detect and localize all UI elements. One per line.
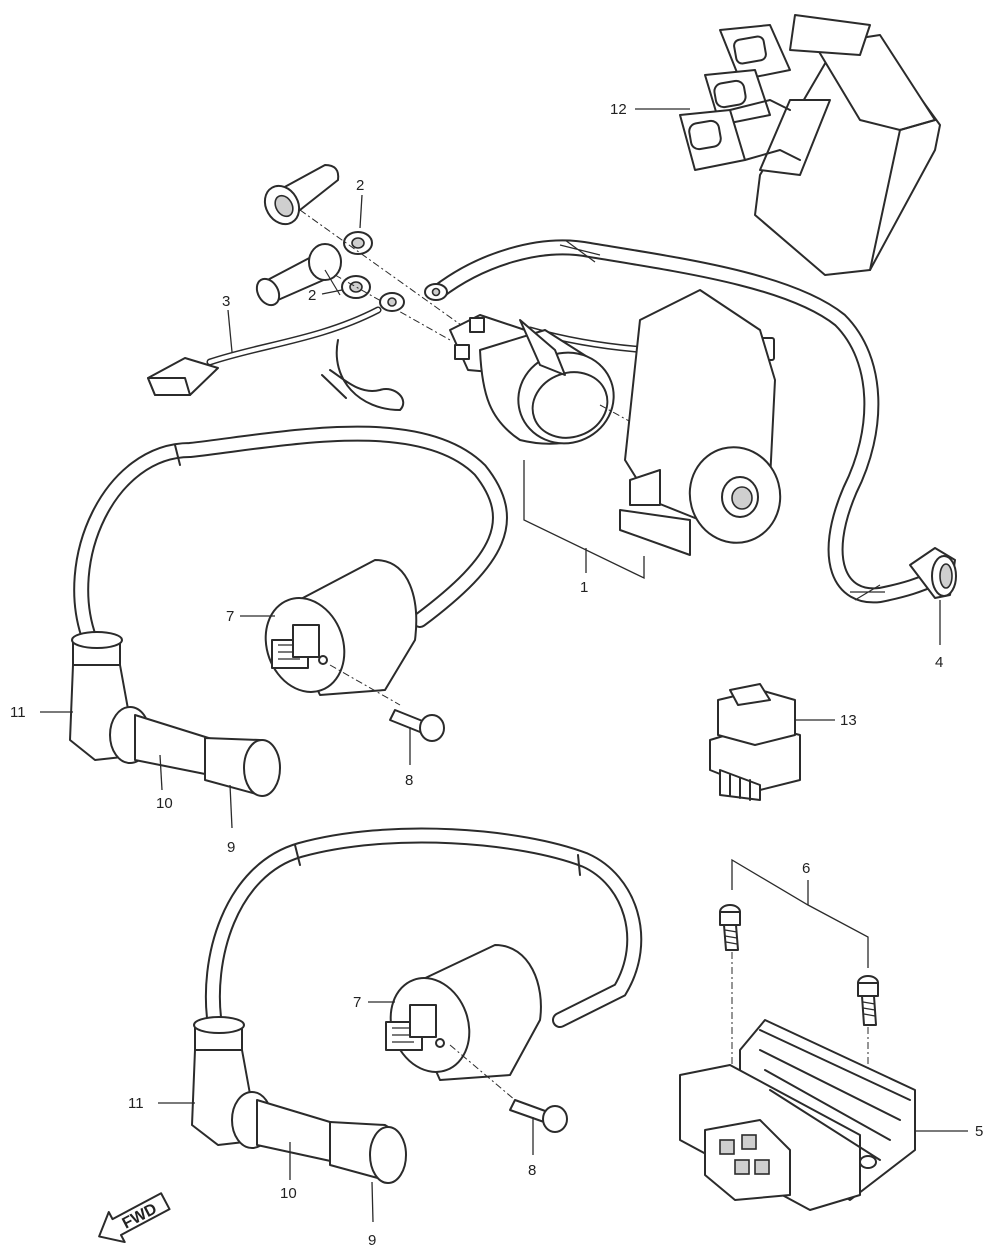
part-4-starter-cable bbox=[424, 239, 957, 604]
callout-label-11-lower: 11 bbox=[128, 1095, 144, 1112]
callout-13: 13 bbox=[795, 712, 857, 729]
callout-label-11-upper: 11 bbox=[10, 704, 26, 721]
callout-9-lower: 9 bbox=[368, 1181, 376, 1249]
part-8-screw-lower bbox=[449, 1044, 568, 1133]
callout-label-9-upper: 9 bbox=[227, 839, 235, 856]
terminal-boot-upper bbox=[263, 164, 340, 226]
callout-label-7-lower: 7 bbox=[353, 994, 361, 1011]
terminal-boot-lower bbox=[255, 243, 342, 307]
callout-8-upper: 8 bbox=[405, 727, 413, 789]
part-5-regulator-rectifier bbox=[679, 1019, 916, 1211]
callout-11-upper: 11 bbox=[10, 704, 73, 721]
ignition-coil-lower bbox=[191, 827, 643, 1184]
part-6-bolt-left bbox=[719, 904, 741, 1110]
part-13-relay bbox=[709, 683, 801, 801]
callout-7-lower: 7 bbox=[353, 994, 395, 1011]
part-3-lead-wire bbox=[147, 269, 405, 411]
callout-2-upper: 2 bbox=[356, 177, 364, 229]
callout-label-1: 1 bbox=[580, 579, 588, 596]
callout-7-upper: 7 bbox=[226, 608, 275, 625]
fwd-direction-arrow: FWD bbox=[98, 1192, 171, 1244]
part-6-bolt-right bbox=[857, 975, 879, 1150]
callout-6: 6 bbox=[731, 858, 869, 968]
callout-5: 5 bbox=[915, 1123, 983, 1140]
callout-label-8-upper: 8 bbox=[405, 772, 413, 789]
callout-9-upper: 9 bbox=[227, 784, 235, 856]
callout-label-4: 4 bbox=[935, 654, 943, 671]
callout-label-9-lower: 9 bbox=[368, 1232, 376, 1249]
part-2-nut-upper bbox=[343, 231, 373, 255]
callout-label-12: 12 bbox=[610, 101, 627, 118]
callout-label-10-upper: 10 bbox=[156, 795, 173, 812]
callout-2-lower: 2 bbox=[308, 287, 343, 304]
callout-label-7-upper: 7 bbox=[226, 608, 234, 625]
part-1-starter-relay bbox=[449, 289, 782, 580]
part-2-nut-lower bbox=[341, 275, 371, 299]
callout-label-8-lower: 8 bbox=[528, 1162, 536, 1179]
part-12-control-unit bbox=[679, 14, 941, 276]
callout-label-5: 5 bbox=[975, 1123, 983, 1140]
callout-label-13: 13 bbox=[840, 712, 857, 729]
callout-10-lower: 10 bbox=[280, 1142, 297, 1202]
callout-11-lower: 11 bbox=[128, 1095, 195, 1112]
part-8-screw-upper bbox=[329, 664, 445, 742]
callout-label-10-lower: 10 bbox=[280, 1185, 297, 1202]
callout-label-2-upper: 2 bbox=[356, 177, 364, 194]
callout-3: 3 bbox=[222, 293, 233, 353]
callout-10-upper: 10 bbox=[156, 754, 173, 812]
callout-4: 4 bbox=[935, 600, 943, 671]
callout-8-lower: 8 bbox=[528, 1117, 536, 1179]
callout-1: 1 bbox=[580, 548, 588, 596]
callout-label-6: 6 bbox=[802, 860, 810, 877]
callout-label-3: 3 bbox=[222, 293, 230, 310]
callout-label-2-lower: 2 bbox=[308, 287, 316, 304]
callout-12: 12 bbox=[610, 101, 690, 118]
ignition-coil-upper bbox=[69, 425, 508, 797]
